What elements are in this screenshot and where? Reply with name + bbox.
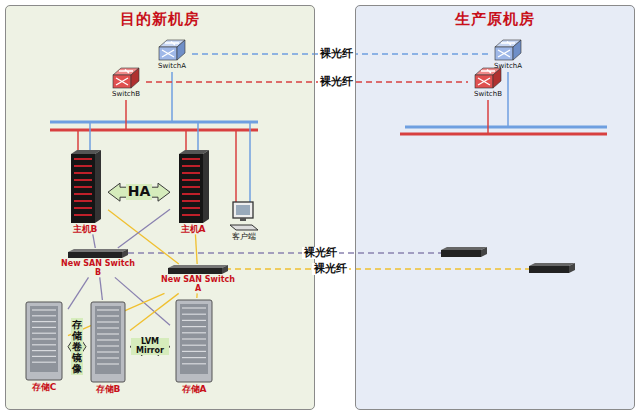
device-label: 客户端 (232, 232, 256, 241)
wire (89, 122, 91, 152)
edge-label: 裸光纤 (318, 48, 355, 60)
wire (249, 122, 251, 202)
fiber-label: 裸光纤 (302, 247, 339, 259)
device-icon (67, 150, 103, 224)
device-node: New SAN Switch B (58, 248, 138, 277)
device-label: SwitchA (158, 62, 186, 70)
connector (93, 234, 96, 248)
device-label: 存储C (32, 382, 57, 392)
device-icon (166, 264, 230, 275)
device-label: New SAN Switch A (158, 275, 238, 293)
device-node: New SAN Switch A (158, 264, 238, 293)
device-node: 客户端 (224, 200, 264, 241)
device-icon (24, 300, 64, 382)
connector (195, 234, 197, 264)
wire (125, 100, 127, 130)
wire (197, 122, 199, 152)
wire (235, 130, 237, 202)
fiber-line (225, 268, 529, 270)
device-node: 主机B (62, 150, 108, 234)
san-switch-icon (441, 247, 487, 257)
room-title: 生产原机房 (455, 11, 535, 28)
device-node: 主机A (170, 150, 216, 234)
wire (77, 130, 79, 152)
device-icon (157, 38, 187, 62)
device-icon (493, 38, 523, 62)
lan-bus (50, 129, 258, 132)
edge-label: 存储卷镜像 (71, 318, 83, 375)
device-icon (175, 150, 211, 224)
device-node: 存储C (20, 300, 68, 392)
room-panel: 生产原机房 SwitchA SwitchB (355, 5, 635, 410)
device-label: SwitchB (112, 90, 140, 98)
lan-bus (50, 121, 258, 124)
lan-bus (400, 133, 607, 136)
device-node: SwitchA (152, 38, 192, 70)
connector (68, 277, 88, 309)
device-icon (473, 66, 503, 90)
connector (146, 82, 468, 83)
connector (130, 338, 170, 356)
device-icon (111, 66, 141, 90)
device-icon (174, 298, 214, 384)
device-label: 存储B (96, 384, 121, 394)
connector (108, 183, 170, 201)
san-switch-icon (529, 263, 575, 273)
device-node: 存储A (170, 298, 218, 394)
wire (507, 72, 509, 127)
connector (118, 209, 170, 248)
device-label: 主机A (181, 224, 206, 234)
edge-label: HA (126, 184, 153, 199)
device-label: 存储A (182, 384, 207, 394)
device-icon (228, 200, 260, 232)
edge-label: LVM Mirror (131, 338, 169, 356)
old-room-ground (355, 5, 635, 410)
device-node: SwitchA (488, 38, 528, 70)
lan-bus (405, 126, 607, 129)
device-icon (66, 248, 130, 259)
connector (130, 293, 179, 330)
fiber-line (128, 252, 441, 254)
device-label: 主机B (73, 224, 98, 234)
edge-label: 裸光纤 (318, 76, 355, 88)
device-node: 存储B (86, 300, 130, 394)
wire (487, 100, 489, 134)
fiber-label: 裸光纤 (312, 263, 349, 275)
connector (196, 293, 197, 298)
device-node: SwitchB (106, 66, 146, 98)
wire (185, 130, 187, 152)
device-label: SwitchB (474, 90, 502, 98)
room-title: 目的新机房 (120, 11, 200, 28)
device-icon (89, 300, 127, 384)
connector (100, 277, 103, 300)
new-room-ground (5, 5, 315, 410)
wire (171, 72, 173, 122)
device-node: SwitchB (468, 66, 508, 98)
device-label: New SAN Switch B (58, 259, 138, 277)
